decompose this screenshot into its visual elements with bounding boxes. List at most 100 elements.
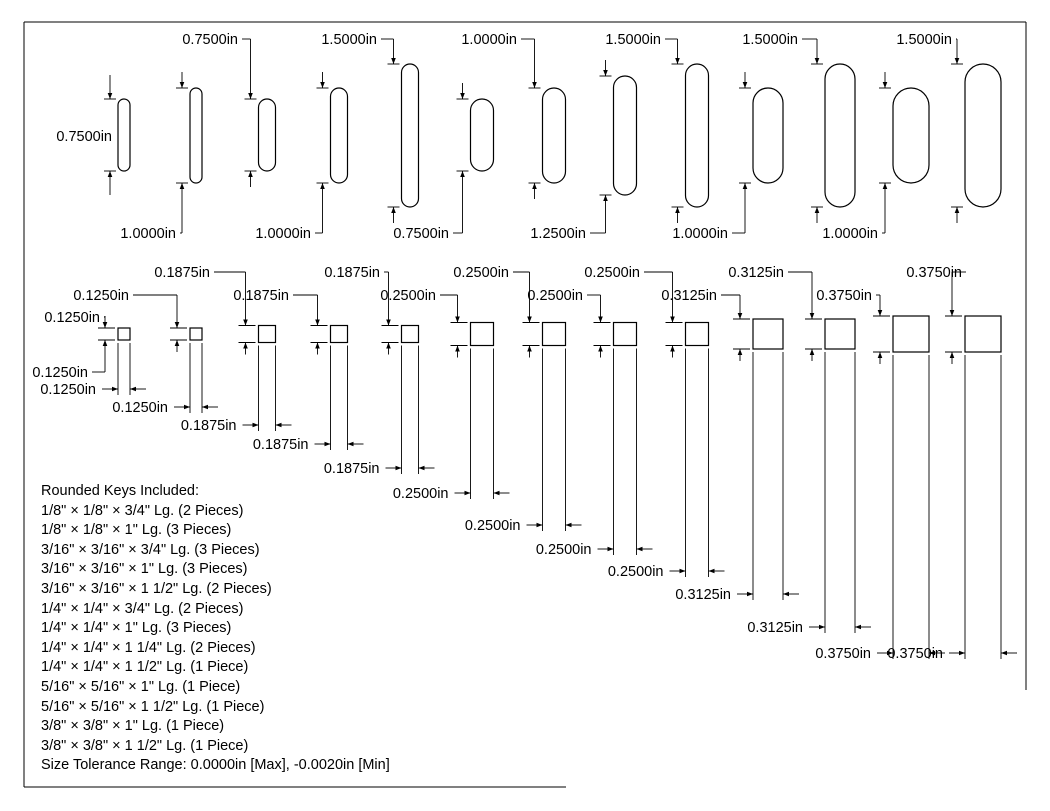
arrowhead: [536, 522, 543, 528]
length-dimension-label: 1.0000in: [255, 226, 311, 242]
arrowhead: [598, 316, 603, 323]
width-dimension-label: 0.2500in: [536, 542, 592, 558]
arrowhead: [949, 310, 955, 316]
arrowhead: [607, 546, 614, 552]
arrowhead: [527, 316, 532, 323]
width-dimension-label: 0.3750in: [815, 646, 871, 662]
length-dimension-label: 1.5000in: [321, 32, 377, 48]
arrowhead: [819, 624, 825, 630]
arrowhead: [248, 171, 253, 177]
arrowhead: [814, 207, 820, 213]
arrowhead: [320, 183, 325, 189]
note-item: 3/16" × 3/16" × 1" Lg. (3 Pieces): [41, 561, 248, 578]
rounded-key: 0.7500in: [56, 75, 131, 195]
arrowhead: [391, 207, 396, 213]
square-key: [665, 310, 725, 577]
arrowhead: [882, 82, 888, 88]
arrowhead: [243, 342, 248, 349]
arrowhead: [742, 82, 748, 88]
arrowhead: [275, 422, 282, 428]
arrowhead: [107, 171, 113, 177]
arrowhead: [603, 70, 608, 76]
square-key-outline: [469, 321, 495, 347]
width-dimension-label: 0.3125in: [675, 587, 731, 603]
rounded-key-outline: [824, 63, 856, 208]
arrowhead: [102, 322, 108, 328]
square-key: [805, 307, 871, 633]
rounded-key-outline: [541, 87, 567, 184]
width-dimension-label: 0.1875in: [181, 418, 237, 434]
arrowhead: [949, 352, 955, 358]
width-dimension-label: 0.1875in: [253, 437, 309, 453]
rounded-key: 1.0000in: [461, 32, 567, 199]
rounded-key-outline: [892, 87, 930, 184]
arrowhead: [179, 183, 185, 189]
arrowhead: [882, 183, 888, 189]
arrowhead: [202, 404, 208, 410]
arrowhead: [708, 568, 715, 574]
arrowhead: [315, 319, 320, 326]
arrowhead: [102, 340, 108, 346]
rounded-key-outline: [400, 63, 420, 208]
square-key-outline: [824, 318, 856, 350]
height-dimension-label: 0.1250in: [32, 365, 88, 381]
length-dimension-label: 1.5000in: [896, 32, 952, 48]
rounded-key-outline: [189, 87, 203, 184]
arrowhead: [887, 650, 893, 656]
height-dimension-label: 0.3750in: [906, 265, 962, 281]
width-dimension-label: 0.3750in: [887, 646, 943, 662]
arrowhead: [107, 93, 113, 99]
length-dimension-label: 1.2500in: [530, 226, 586, 242]
arrowhead: [418, 465, 425, 471]
arrowhead: [391, 58, 396, 64]
arrowhead: [675, 58, 680, 64]
rounded-key-outline: [752, 87, 784, 184]
square-key: [593, 310, 653, 555]
square-key: [873, 304, 945, 659]
arrowhead: [179, 82, 185, 88]
height-dimension-label: 0.1875in: [324, 265, 380, 281]
note-item: 1/4" × 1/4" × 1 1/2" Lg. (1 Piece): [41, 659, 249, 676]
arrowhead: [130, 386, 136, 392]
length-dimension-label: 0.7500in: [393, 226, 449, 242]
rounded-key-outline: [329, 87, 349, 184]
note-item: 1/4" × 1/4" × 1 1/4" Lg. (2 Pieces): [41, 639, 256, 656]
note-item: 1/4" × 1/4" × 3/4" Lg. (2 Pieces): [41, 600, 244, 617]
length-dimension-label: 1.0000in: [120, 226, 176, 242]
rounded-key: 1.2500in: [530, 60, 638, 242]
rounded-key: 0.7500in: [182, 32, 277, 187]
arrowhead: [174, 340, 180, 346]
rounded-keys-top-view: 0.7500in 1.0000in 0.7500in 1.0000in 1.5000in…: [56, 32, 1002, 242]
arrowhead: [464, 490, 471, 496]
arrowhead: [112, 386, 118, 392]
length-dimension-label: 1.0000in: [822, 226, 878, 242]
note-item: 5/16" × 5/16" × 1 1/2" Lg. (1 Piece): [41, 698, 265, 715]
arrowhead: [670, 316, 675, 323]
length-dimension-label: 1.5000in: [742, 32, 798, 48]
height-dimension-label: 0.2500in: [584, 265, 640, 281]
arrowhead: [737, 313, 743, 319]
rounded-key-outline: [117, 98, 131, 172]
height-dimension-label: 0.1875in: [154, 265, 210, 281]
rounded-key-outline: [612, 75, 638, 196]
square-key-outline: [892, 315, 930, 353]
rounded-key-outline: [469, 98, 495, 172]
square-key: [381, 313, 435, 474]
square-keys-end-view: 0.1250in 0.1250in 0.1875in 0.1875in 0.1875in…: [32, 265, 1017, 662]
rounded-key-outline: [684, 63, 710, 208]
arrowhead: [252, 422, 259, 428]
arrowhead: [809, 349, 815, 355]
arrowhead: [603, 195, 608, 201]
note-item: 1/8" × 1/8" × 1" Lg. (3 Pieces): [41, 522, 232, 539]
arrowhead: [675, 207, 680, 213]
arrowhead: [315, 342, 320, 349]
square-key-outline: [612, 321, 638, 347]
height-dimension-label: 0.1250in: [73, 288, 129, 304]
height-dimension-label: 0.2500in: [380, 288, 436, 304]
arrowhead: [184, 404, 190, 410]
rounded-key: 1.5000in: [605, 32, 710, 223]
rounded-key-outline: [964, 63, 1002, 208]
rounded-key: 1.0000in: [120, 72, 203, 242]
rounded-key: 1.0000in: [255, 72, 349, 242]
